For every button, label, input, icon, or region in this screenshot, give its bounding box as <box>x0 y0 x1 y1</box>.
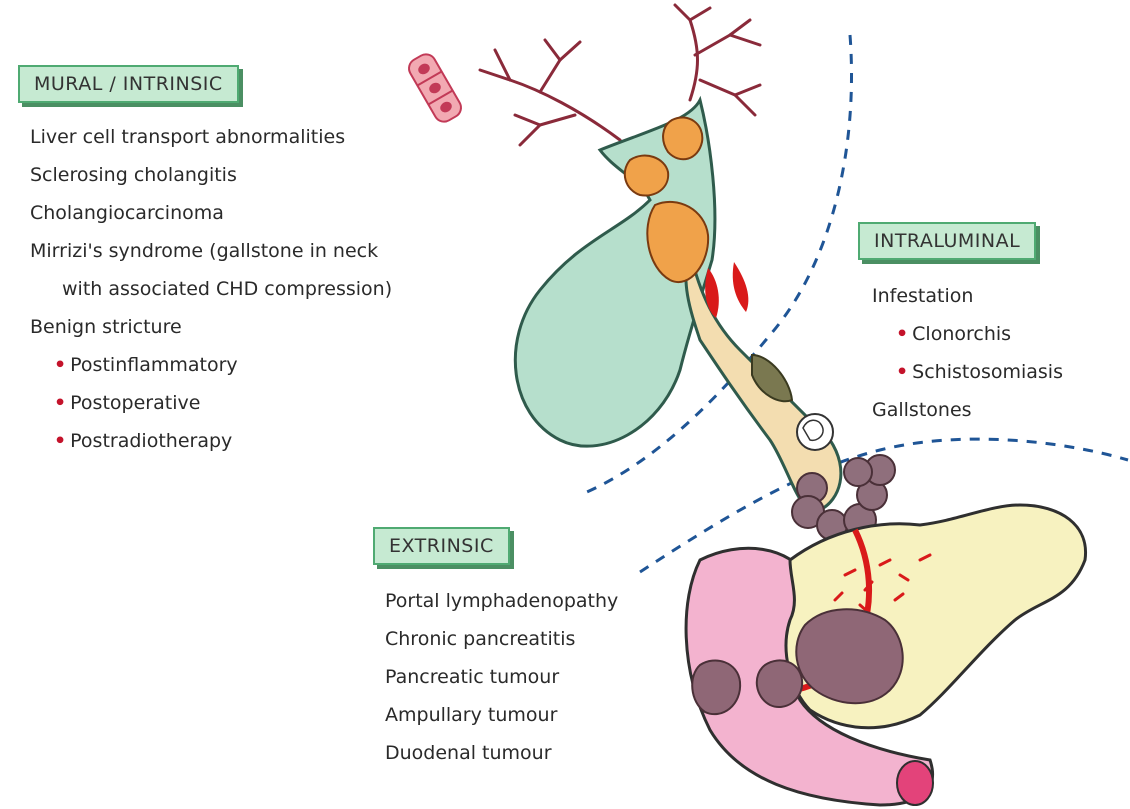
list-item: Liver cell transport abnormalities <box>30 118 392 156</box>
intraluminal-list: Infestation •Clonorchis •Schistosomiasis… <box>872 277 1063 429</box>
list-item: Benign stricture <box>30 308 392 346</box>
list-item: •Clonorchis <box>872 315 1063 353</box>
bullet-icon: • <box>54 392 66 414</box>
list-item: Cholangiocarcinoma <box>30 194 392 232</box>
list-item: Pancreatic tumour <box>385 658 618 696</box>
bullet-icon: • <box>54 430 66 452</box>
list-item: Infestation <box>872 277 1063 315</box>
list-item: Chronic pancreatitis <box>385 620 618 658</box>
duodenum-lumen-icon <box>897 761 933 805</box>
intraluminal-label: INTRALUMINAL <box>858 222 1036 260</box>
gallstone-icon <box>797 414 833 450</box>
mural-intrinsic-list: Liver cell transport abnormalities Scler… <box>30 118 392 460</box>
mural-intrinsic-label: MURAL / INTRINSIC <box>18 65 239 103</box>
list-item: Gallstones <box>872 391 1063 429</box>
ampullary-tumour-icon <box>757 660 802 707</box>
list-item: Ampullary tumour <box>385 696 618 734</box>
list-item: Mirrizi's syndrome (gallstone in neck <box>30 232 392 270</box>
extrinsic-label: EXTRINSIC <box>373 527 510 565</box>
extrinsic-list: Portal lymphadenopathy Chronic pancreati… <box>385 582 618 772</box>
liver-cells-icon <box>405 51 464 126</box>
list-item: Sclerosing cholangitis <box>30 156 392 194</box>
bullet-icon: • <box>896 323 908 345</box>
bullet-icon: • <box>54 354 66 376</box>
list-item: Duodenal tumour <box>385 734 618 772</box>
list-item: •Postradiotherapy <box>30 422 392 460</box>
list-item: •Schistosomiasis <box>872 353 1063 391</box>
list-item: with associated CHD compression) <box>30 270 392 308</box>
hepatic-duct-branches-icon <box>480 5 760 145</box>
duct-wall-icon <box>705 262 748 318</box>
list-item: •Postinflammatory <box>30 346 392 384</box>
bullet-icon: • <box>896 361 908 383</box>
list-item: Portal lymphadenopathy <box>385 582 618 620</box>
duodenal-tumour-icon <box>692 660 740 714</box>
list-item: •Postoperative <box>30 384 392 422</box>
